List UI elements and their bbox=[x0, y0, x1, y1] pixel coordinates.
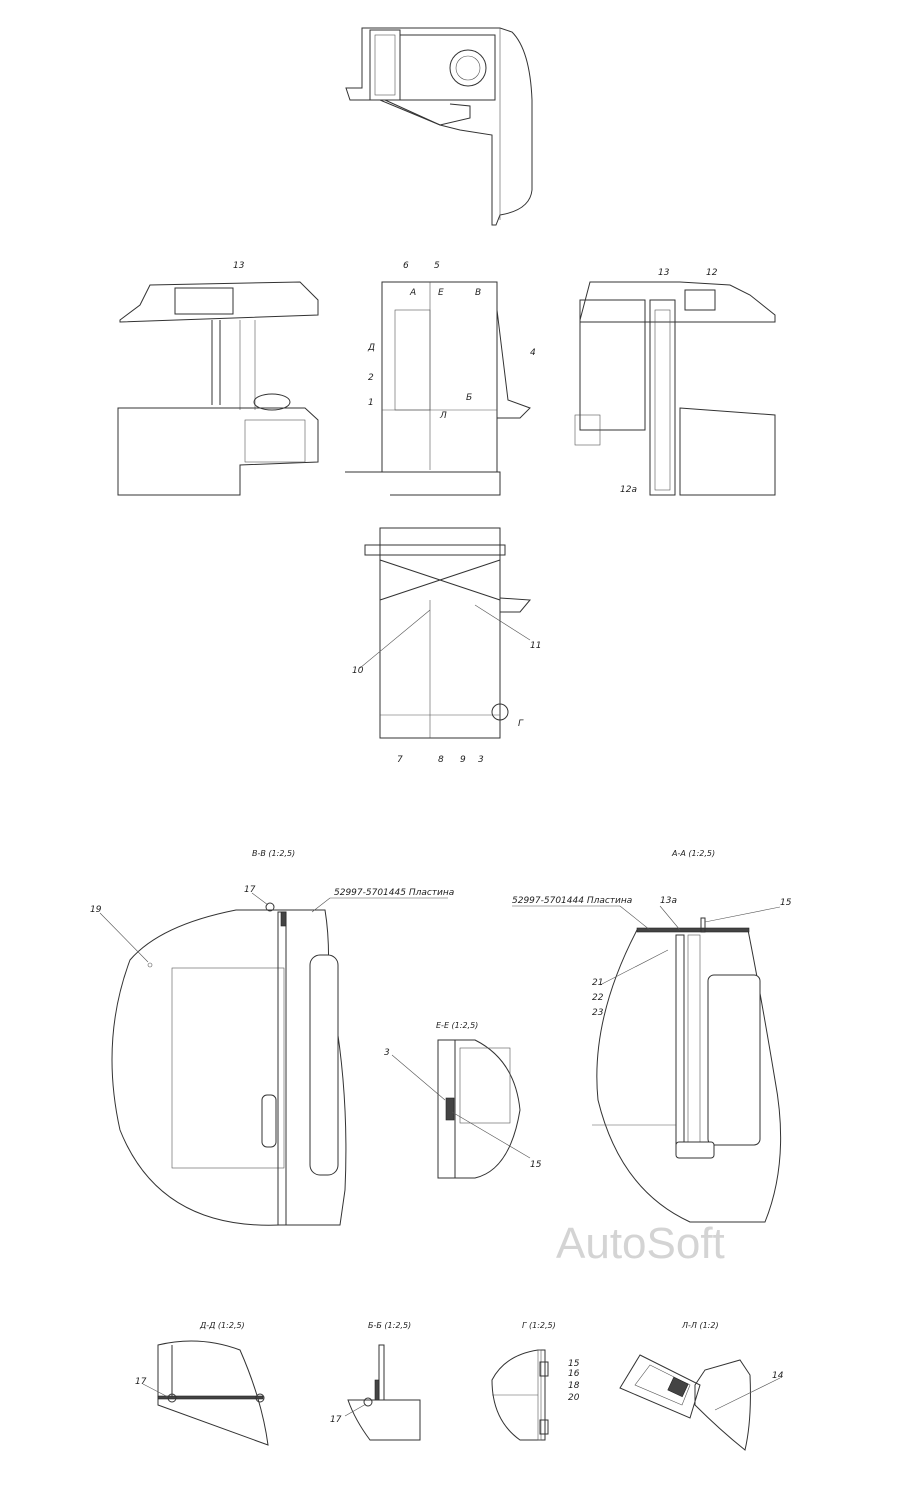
plate-1445-label: 52997-5701445 Пластина bbox=[334, 888, 454, 898]
callout-22: 22 bbox=[592, 993, 604, 1003]
callout-23: 23 bbox=[592, 1008, 604, 1018]
section-e-e: Е-Е (1:2,5) 3 15 bbox=[384, 1021, 542, 1179]
section-mark-l: Л bbox=[439, 411, 447, 421]
callout-9: 9 bbox=[460, 755, 466, 765]
callout-19: 19 bbox=[90, 905, 102, 915]
top-view bbox=[345, 27, 533, 226]
section-mark-v: В bbox=[475, 288, 481, 298]
section-b-b-title: Б-Б (1:2,5) bbox=[368, 1321, 411, 1330]
section-b-b: Б-Б (1:2,5) 17 bbox=[330, 1321, 421, 1441]
callout-g: Г bbox=[518, 719, 524, 729]
callout-17-dd: 17 bbox=[135, 1377, 147, 1387]
section-d-d-title: Д-Д (1:2,5) bbox=[199, 1321, 245, 1330]
section-mark-e: Е bbox=[438, 288, 444, 298]
left-side-view: 13 bbox=[117, 261, 319, 496]
section-d-d: Д-Д (1:2,5) 17 bbox=[135, 1321, 269, 1446]
callout-7: 7 bbox=[397, 755, 403, 765]
callout-17-bb: 17 bbox=[330, 1415, 342, 1425]
callout-14: 14 bbox=[772, 1371, 784, 1381]
section-l-l: Л-Л (1:2) 14 bbox=[619, 1321, 784, 1451]
callout-13a: 13а bbox=[660, 896, 677, 906]
right-side-view: 13 12 12а bbox=[574, 268, 776, 496]
section-e-e-title: Е-Е (1:2,5) bbox=[436, 1021, 478, 1030]
callout-12a: 12а bbox=[620, 485, 637, 495]
callout-20: 20 bbox=[568, 1393, 580, 1403]
callout-3-ee: 3 bbox=[384, 1048, 390, 1058]
callout-15-g: 15 bbox=[568, 1359, 580, 1369]
callout-3: 3 bbox=[478, 755, 484, 765]
section-v-v-title: В-В (1:2,5) bbox=[252, 849, 295, 858]
callout-2: 2 bbox=[368, 373, 374, 383]
callout-18: 18 bbox=[568, 1381, 580, 1391]
front-view: 6 5 4 2 1 А Е В Д Б Л bbox=[345, 261, 536, 496]
callout-10: 10 bbox=[352, 666, 364, 676]
callout-15-ee: 15 bbox=[530, 1160, 542, 1170]
detail-g: Г (1:2,5) 15 16 18 20 bbox=[491, 1321, 580, 1441]
plate-1444-label: 52997-5701444 Пластина bbox=[512, 896, 632, 906]
section-mark-b: Б bbox=[466, 393, 472, 403]
callout-4: 4 bbox=[530, 348, 536, 358]
callout-1: 1 bbox=[368, 398, 374, 408]
section-mark-a: А bbox=[409, 288, 416, 298]
callout-17: 17 bbox=[244, 885, 256, 895]
callout-15-aa: 15 bbox=[780, 898, 792, 908]
callout-5: 5 bbox=[434, 261, 440, 271]
section-a-a: А-А (1:2,5) 52997-5701444 Пластина 13а 1… bbox=[512, 849, 792, 1223]
section-a-a-title: А-А (1:2,5) bbox=[671, 849, 715, 858]
section-mark-d: Д bbox=[367, 343, 375, 353]
callout-6: 6 bbox=[403, 261, 409, 271]
section-v-v: В-В (1:2,5) 19 17 52997-5701445 Пластина bbox=[90, 849, 454, 1226]
callout-13-right: 13 bbox=[658, 268, 670, 278]
callout-12: 12 bbox=[706, 268, 718, 278]
callout-11: 11 bbox=[530, 641, 541, 651]
section-l-l-title: Л-Л (1:2) bbox=[681, 1321, 719, 1330]
callout-13: 13 bbox=[233, 261, 245, 271]
callout-16: 16 bbox=[568, 1369, 580, 1379]
callout-21: 21 bbox=[592, 978, 603, 988]
detail-g-title: Г (1:2,5) bbox=[522, 1321, 556, 1330]
callout-8: 8 bbox=[438, 755, 444, 765]
watermark: AutoSoft bbox=[556, 1219, 725, 1268]
rear-view: 10 11 Г 7 8 9 3 bbox=[352, 527, 541, 765]
